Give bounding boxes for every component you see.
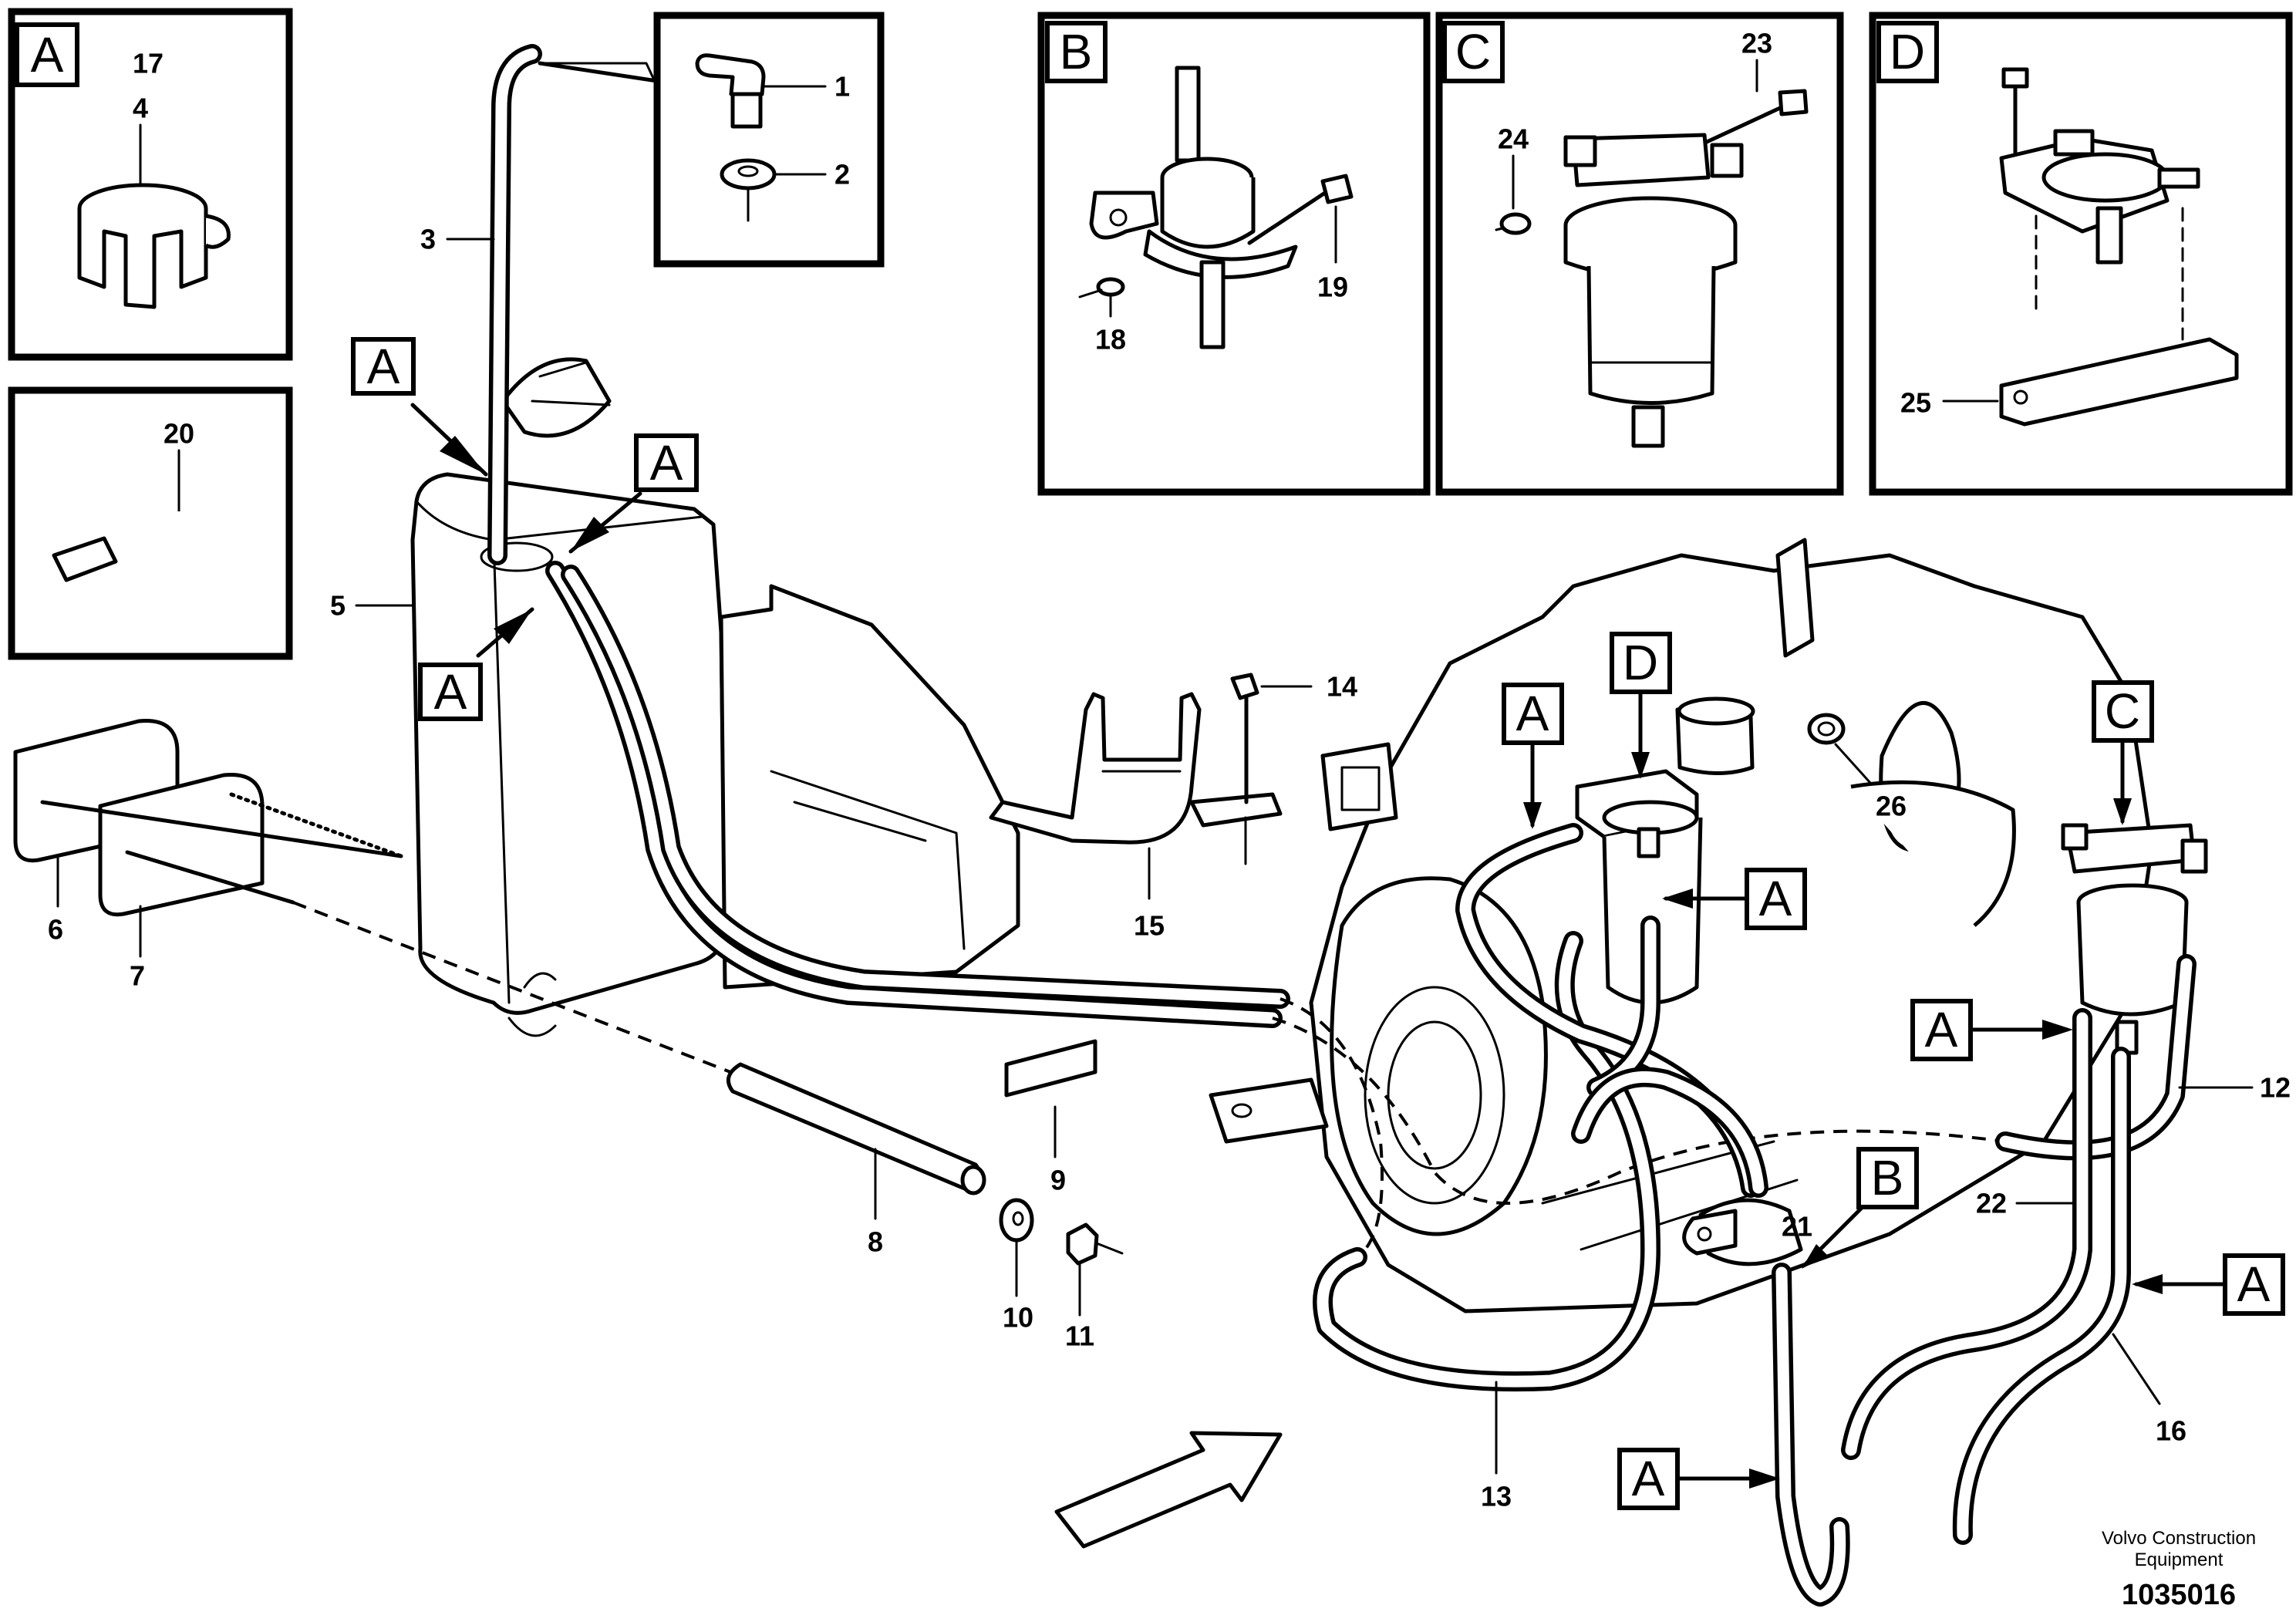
tank-tag-a-3: A bbox=[418, 607, 534, 721]
callout-6: 6 bbox=[48, 914, 63, 946]
callout-21: 21 bbox=[1782, 1211, 1812, 1243]
bolt-d-part bbox=[2001, 67, 2029, 157]
detail-panel-fittings: 1 2 bbox=[538, 12, 885, 268]
svg-text:A: A bbox=[434, 664, 467, 720]
callout-9: 9 bbox=[1050, 1165, 1066, 1196]
callout-23: 23 bbox=[1741, 28, 1772, 59]
bolt-19-part bbox=[1247, 174, 1354, 245]
callout-19: 19 bbox=[1317, 271, 1348, 303]
engine-tag-a-3: A bbox=[1910, 999, 2073, 1061]
svg-text:A: A bbox=[1759, 871, 1792, 926]
maker-line-1: Volvo Construction bbox=[2102, 1528, 2256, 1549]
tank-tag-a-2: A bbox=[568, 433, 699, 554]
svg-text:D: D bbox=[1623, 635, 1658, 690]
detail-panel-d: D 25 bbox=[1869, 12, 2293, 496]
fuel-filter-c-part bbox=[1563, 133, 1744, 448]
callout-16: 16 bbox=[2156, 1415, 2186, 1447]
callout-5: 5 bbox=[330, 590, 346, 622]
hose-21 bbox=[1571, 1067, 1768, 1198]
svg-text:B: B bbox=[1871, 1150, 1904, 1206]
detail-panel-d-label: D bbox=[1890, 24, 1925, 79]
callout-26: 26 bbox=[1876, 791, 1907, 822]
cable-tie-part bbox=[52, 511, 261, 587]
callout-4: 4 bbox=[133, 93, 148, 124]
forward-direction-arrow bbox=[1054, 1431, 1283, 1549]
detail-panel-cable-tie: 20 bbox=[8, 386, 293, 660]
tank-mounting-plates bbox=[13, 719, 403, 917]
callout-20: 20 bbox=[164, 418, 194, 450]
engine-tag-b: B bbox=[1802, 1147, 1919, 1269]
pump-bracket-15 bbox=[989, 692, 1283, 845]
svg-text:A: A bbox=[650, 435, 683, 491]
callout-2: 2 bbox=[834, 159, 850, 191]
bracket-25-part bbox=[1999, 337, 2239, 427]
svg-text:A: A bbox=[1925, 1002, 1958, 1057]
svg-text:A: A bbox=[2237, 1256, 2271, 1312]
detail-panel-a: A 17 4 bbox=[8, 8, 293, 361]
footer: Volvo Construction Equipment 1035016 bbox=[2102, 1528, 2256, 1611]
engine-tag-a-5: A bbox=[1617, 1448, 1780, 1510]
maker-line-2: Equipment bbox=[2135, 1549, 2224, 1570]
svg-text:A: A bbox=[1516, 686, 1549, 741]
decal-9 bbox=[1004, 1039, 1097, 1098]
engine-tag-a-4: A bbox=[2132, 1253, 2285, 1316]
washer-18-part bbox=[1078, 277, 1125, 298]
hose-16 bbox=[1952, 1047, 2131, 1545]
callout-15: 15 bbox=[1134, 910, 1165, 942]
svg-text:A: A bbox=[1632, 1451, 1665, 1506]
washer-24-part bbox=[1495, 212, 1532, 235]
callout-12: 12 bbox=[2260, 1072, 2291, 1104]
callout-18: 18 bbox=[1095, 324, 1126, 356]
tank-extension bbox=[719, 584, 1020, 990]
fuel-tank-cap bbox=[501, 357, 612, 438]
callout-8: 8 bbox=[868, 1226, 883, 1258]
callout-25: 25 bbox=[1900, 387, 1931, 419]
callout-1: 1 bbox=[834, 71, 850, 103]
nut-11 bbox=[1066, 1222, 1124, 1266]
callout-13: 13 bbox=[1481, 1481, 1512, 1512]
hose-22 bbox=[1841, 1008, 2092, 1460]
callout-24: 24 bbox=[1498, 123, 1529, 155]
detail-panel-a-label: A bbox=[31, 27, 64, 83]
svg-text:A: A bbox=[367, 339, 400, 394]
fuel-tank bbox=[410, 472, 727, 1037]
hose-pump-b-out bbox=[1772, 1263, 1850, 1607]
elbow-fitting-part bbox=[695, 53, 766, 129]
engine-tag-d: D bbox=[1610, 632, 1672, 779]
callout-10: 10 bbox=[1003, 1302, 1033, 1334]
hose-13 bbox=[561, 565, 1660, 1392]
clamp-26 bbox=[1807, 713, 1846, 745]
tank-tag-a-1: A bbox=[351, 337, 488, 477]
nut-part bbox=[720, 158, 777, 191]
callout-17: 17 bbox=[133, 48, 164, 79]
engine-fuel-pump-b bbox=[1682, 1198, 1803, 1266]
engine-filter-c bbox=[2061, 823, 2208, 1055]
engine-filter-d bbox=[1575, 769, 1703, 1005]
callout-11: 11 bbox=[1065, 1320, 1094, 1352]
detail-panel-b-label: B bbox=[1060, 24, 1093, 79]
drawing-number: 1035016 bbox=[2122, 1579, 2236, 1611]
hose-clamp-part bbox=[77, 183, 231, 309]
callout-14: 14 bbox=[1327, 671, 1357, 703]
fuel-pump-part bbox=[1089, 66, 1298, 349]
engine-tag-c: C bbox=[2092, 680, 2154, 825]
fuel-filter-d-part bbox=[1999, 129, 2200, 265]
callout-22: 22 bbox=[1976, 1188, 2007, 1219]
detail-panel-c: C 23 24 bbox=[1435, 12, 1844, 496]
callout-3: 3 bbox=[420, 224, 436, 255]
callout-7: 7 bbox=[130, 960, 145, 992]
detail-panel-b: B 19 18 bbox=[1037, 12, 1431, 496]
svg-text:C: C bbox=[2105, 683, 2140, 739]
bolt-14 bbox=[1230, 673, 1259, 804]
washer-10 bbox=[999, 1198, 1034, 1243]
engine-tag-a-1: A bbox=[1502, 683, 1564, 829]
breather-hose-3 bbox=[487, 44, 542, 565]
engine-tag-a-2: A bbox=[1662, 868, 1807, 930]
mounting-bar-8 bbox=[726, 1062, 986, 1195]
bolt-23-part bbox=[1694, 89, 1809, 149]
detail-panel-c-label: C bbox=[1455, 24, 1491, 79]
